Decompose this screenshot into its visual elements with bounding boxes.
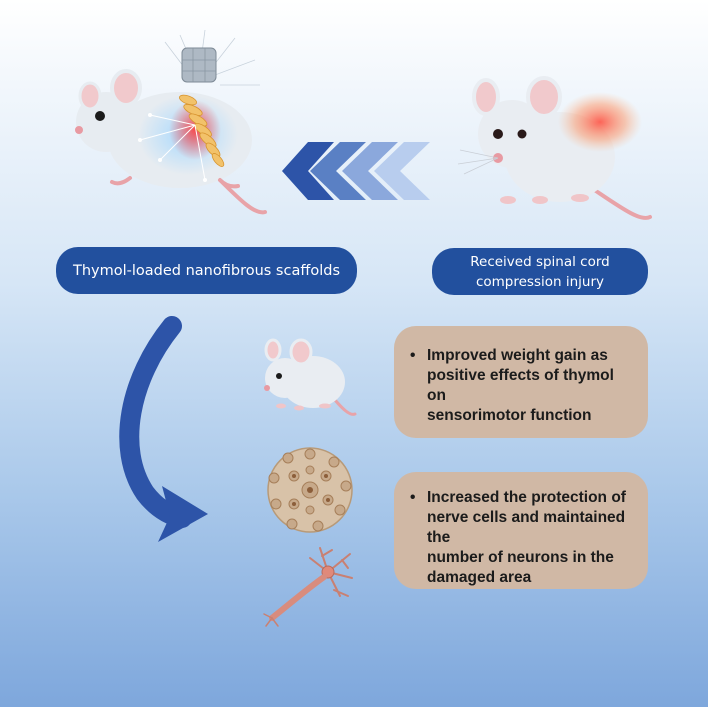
bullet-marker: • bbox=[410, 347, 416, 364]
bullet-marker: • bbox=[410, 489, 416, 506]
injury-label-line-2: compression injury bbox=[475, 273, 605, 290]
outcome-box-neuron-protection: • Increased the protection of nerve cell… bbox=[394, 472, 648, 589]
injury-label-line-1: Received spinal cord bbox=[470, 253, 610, 270]
injury-label-pill: Received spinal cord compression injury bbox=[432, 248, 648, 295]
neuron-icon bbox=[263, 547, 353, 627]
outcome-2-line-4: damaged area bbox=[427, 569, 532, 586]
outcome-2-line-2: nerve cells and maintained the bbox=[427, 509, 626, 546]
treatment-label-pill: Thymol-loaded nanofibrous scaffolds bbox=[56, 247, 357, 294]
outcome-box-weight-gain: • Improved weight gain as positive effec… bbox=[394, 326, 648, 438]
mouse-with-scaffold-icon bbox=[75, 29, 267, 215]
treatment-label: Thymol-loaded nanofibrous scaffolds bbox=[72, 262, 340, 279]
curved-arrow-icon bbox=[119, 316, 208, 542]
outcome-1-line-2: positive effects of thymol on bbox=[427, 367, 614, 404]
mouse-icon bbox=[264, 338, 357, 416]
outcome-2-line-3: number of neurons in the bbox=[427, 549, 614, 566]
chevron-arrows-left-icon bbox=[282, 142, 430, 200]
outcome-2-line-1: Increased the protection of bbox=[427, 489, 626, 506]
nerve-cell-icon bbox=[267, 447, 353, 533]
outcome-1-line-1: Improved weight gain as bbox=[427, 347, 608, 364]
outcome-1-line-3: sensorimotor function bbox=[427, 407, 592, 424]
injured-mouse-icon bbox=[457, 76, 652, 220]
